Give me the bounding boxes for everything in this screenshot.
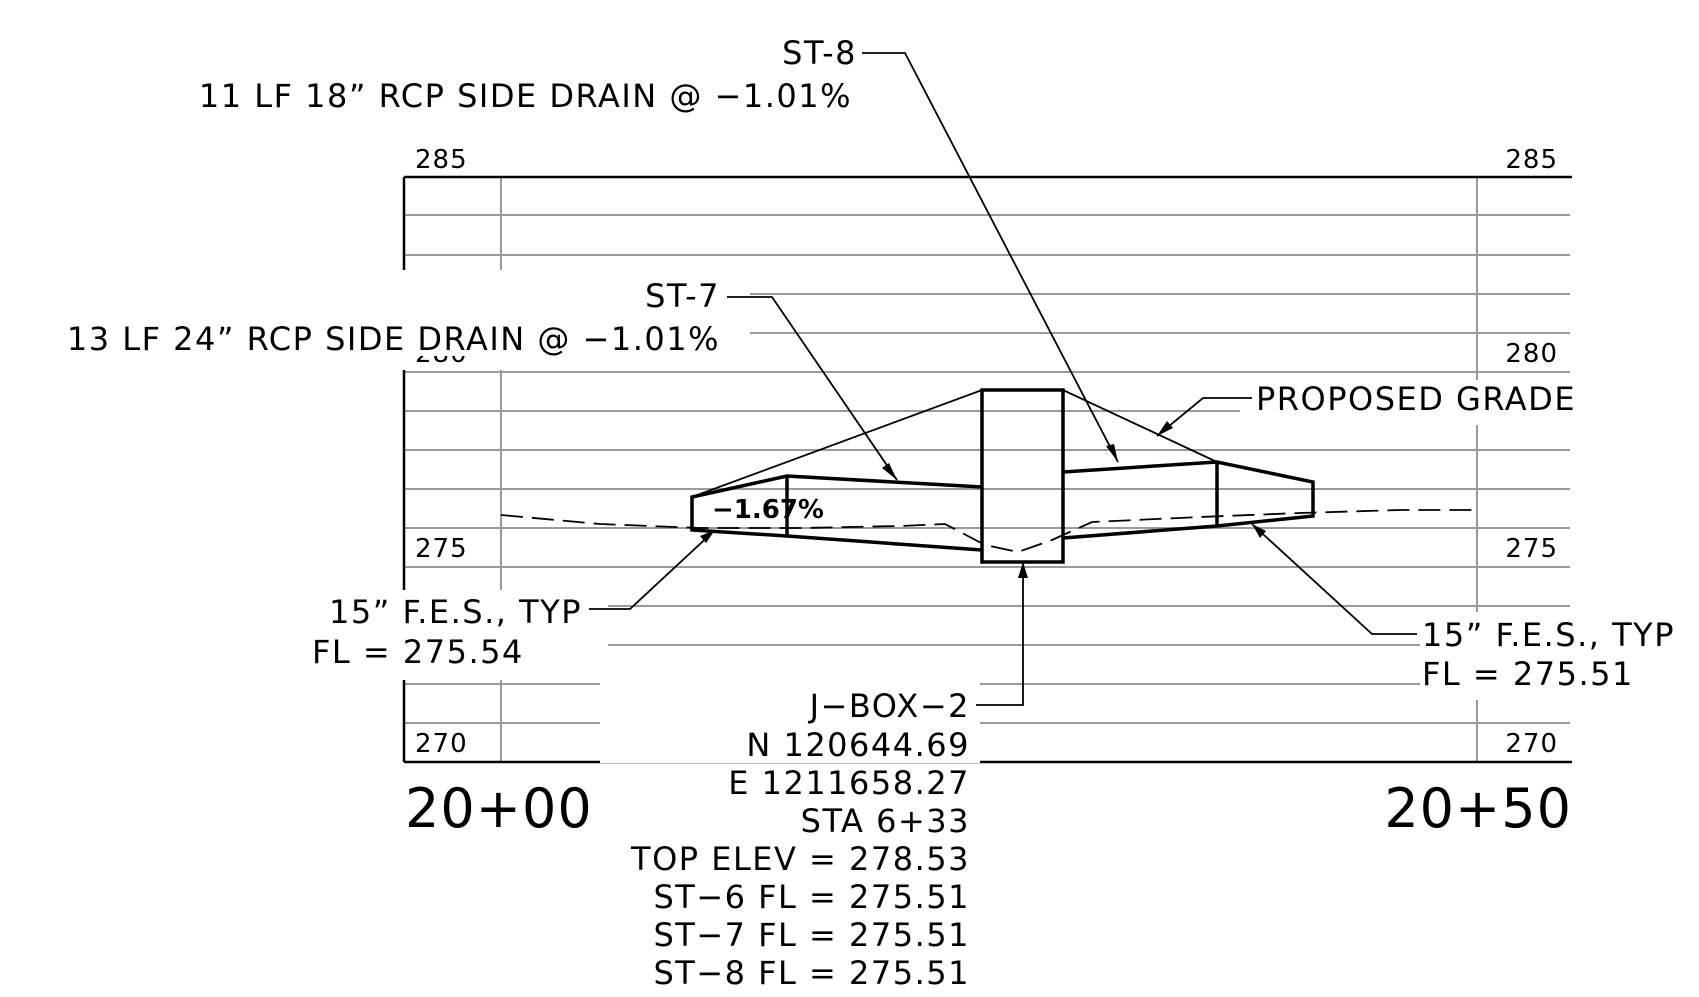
fes-left-line1: 15” F.E.S., TYP xyxy=(329,593,582,631)
fes-right-line2: FL = 275.51 xyxy=(1422,655,1634,693)
label-mask xyxy=(600,683,980,763)
jbox-leader-arrow xyxy=(1018,562,1028,578)
jbox-st7-fl: ST−7 FL = 275.51 xyxy=(653,916,970,954)
elev-270-left: 270 xyxy=(415,729,468,759)
station-right: 20+50 xyxy=(1384,777,1572,840)
elev-275-right: 275 xyxy=(1505,534,1558,564)
label-mask xyxy=(395,270,750,370)
fes-right-line1: 15” F.E.S., TYP xyxy=(1422,616,1675,654)
jbox-easting: E 1211658.27 xyxy=(728,764,970,802)
st-7-pipe xyxy=(690,474,983,552)
fes-left-leader xyxy=(589,529,716,610)
elev-280-left: 280 xyxy=(415,339,468,369)
st-7-description: 13 LF 24” RCP SIDE DRAIN @ −1.01% xyxy=(67,320,720,358)
st-7-pipe-outline xyxy=(690,474,983,552)
st-8-pipe xyxy=(1062,460,1315,540)
elev-280-right: 280 xyxy=(1505,339,1558,369)
jbox-st8-fl: ST−8 FL = 275.51 xyxy=(653,954,970,992)
jbox-info-block: J−BOX−2 N 120644.69 E 1211658.27 STA 6+3… xyxy=(630,687,970,992)
label-mask xyxy=(292,590,608,680)
proposed-grade-leader-arrow xyxy=(1157,421,1173,436)
elev-270-right: 270 xyxy=(1505,729,1558,759)
fes-left-line2: FL = 275.54 xyxy=(312,633,524,671)
st-7-leader-arrow xyxy=(882,463,897,480)
elev-275-left: 275 xyxy=(415,534,468,564)
fes-left-leader-arrow xyxy=(700,530,715,543)
jbox-northing: N 120644.69 xyxy=(746,726,970,764)
elev-285-left: 285 xyxy=(415,145,468,175)
st-8-leader xyxy=(862,52,1119,463)
jbox-label: J−BOX−2 xyxy=(808,687,970,725)
existing-ground-line xyxy=(500,509,1477,553)
st-8-pipe-outline xyxy=(1062,460,1315,540)
st-7-leader xyxy=(727,296,898,481)
station-left: 20+00 xyxy=(405,777,593,840)
proposed-grade-leader xyxy=(1156,397,1252,437)
junction-box-2 xyxy=(980,388,1065,564)
jbox-leader xyxy=(976,562,1024,706)
jbox-station: STA 6+33 xyxy=(801,802,970,840)
fes-right-leader-arrow xyxy=(1252,524,1266,538)
proposed-grade-label: PROPOSED GRADE xyxy=(1256,380,1576,418)
fes-right-leader xyxy=(1251,523,1417,635)
elev-285-right: 285 xyxy=(1505,145,1558,175)
jbox-top-elev: TOP ELEV = 278.53 xyxy=(630,840,970,878)
pipe-slope-label: −1.67% xyxy=(712,495,824,525)
st-7-label: ST-7 xyxy=(645,277,720,315)
elev-280-left-clipped: 280 xyxy=(415,339,468,369)
st-8-leader-arrow xyxy=(1106,444,1118,462)
st-8-label: ST-8 xyxy=(782,34,857,72)
leaders xyxy=(589,52,1417,706)
jbox-st6-fl: ST−6 FL = 275.51 xyxy=(653,878,970,916)
label-mask xyxy=(1240,380,1575,425)
st-8-description: 11 LF 18” RCP SIDE DRAIN @ −1.01% xyxy=(199,77,852,115)
label-mask xyxy=(1420,612,1690,700)
